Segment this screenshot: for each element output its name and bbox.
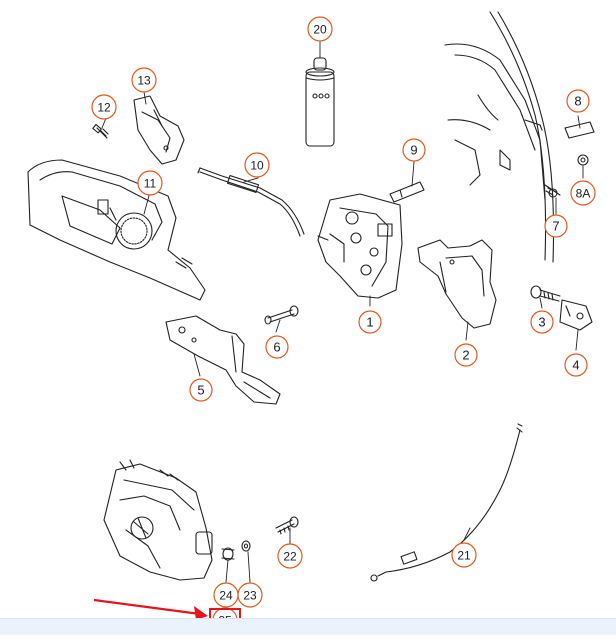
callout-ring bbox=[91, 94, 117, 120]
callout-ring bbox=[213, 582, 239, 608]
callout-number: 8 bbox=[574, 94, 581, 109]
leader-lines bbox=[101, 41, 584, 583]
callout-number: 11 bbox=[144, 177, 157, 191]
part-11-door-trim bbox=[27, 159, 206, 301]
callout-ring bbox=[189, 378, 213, 402]
part-6-pin bbox=[264, 305, 299, 325]
callout-ring bbox=[402, 138, 426, 162]
part-4-striker bbox=[559, 299, 593, 331]
callout-ring bbox=[530, 310, 554, 334]
callout-number: 8A bbox=[576, 187, 591, 201]
callout-3: 3 bbox=[530, 310, 554, 334]
callout-ring bbox=[451, 542, 477, 568]
callout-number: 22 bbox=[283, 550, 297, 564]
callout-number: 21 bbox=[457, 549, 471, 563]
part-12-screw bbox=[92, 123, 109, 139]
callout-21: 21 bbox=[451, 542, 477, 568]
part-21-cable bbox=[370, 423, 523, 582]
callout-8: 8 bbox=[566, 89, 590, 113]
callout-ring bbox=[358, 310, 382, 334]
door-frame bbox=[444, 11, 555, 263]
part-1-door-lock bbox=[317, 193, 403, 299]
callout-9: 9 bbox=[402, 138, 426, 162]
callout-number: 23 bbox=[243, 589, 257, 603]
bottom-band bbox=[0, 618, 616, 635]
callout-5: 5 bbox=[189, 378, 213, 402]
callout-2: 2 bbox=[454, 343, 478, 367]
callout-ring bbox=[544, 214, 568, 238]
callout-20: 20 bbox=[307, 16, 333, 42]
callout-ring bbox=[307, 16, 333, 42]
callout-number: 7 bbox=[552, 219, 559, 234]
callout-number: 2 bbox=[462, 348, 469, 363]
callout-4: 4 bbox=[564, 353, 588, 377]
callout-number: 1 bbox=[366, 315, 373, 330]
callout-number: 5 bbox=[197, 383, 204, 398]
callout-7: 7 bbox=[544, 214, 568, 238]
part-8a-cap bbox=[577, 154, 589, 166]
callout-number: 3 bbox=[538, 315, 545, 330]
callout-number: 4 bbox=[572, 358, 579, 373]
part-7-screw bbox=[544, 184, 561, 198]
callout-ring bbox=[566, 89, 590, 113]
callout-8a: 8A bbox=[570, 180, 596, 206]
callout-23: 23 bbox=[237, 582, 263, 608]
callout-number: 9 bbox=[410, 143, 417, 158]
part-10-rod bbox=[197, 167, 305, 237]
part-23-washer bbox=[241, 540, 251, 552]
part-9-clip bbox=[389, 181, 425, 203]
part-24-nut bbox=[221, 547, 235, 561]
callout-13: 13 bbox=[131, 67, 157, 93]
callout-ring bbox=[265, 335, 289, 359]
callout-ring bbox=[454, 343, 478, 367]
highlight-arrow bbox=[93, 598, 208, 620]
part-20-spray-can bbox=[305, 57, 335, 147]
callout-ring bbox=[564, 353, 588, 377]
callout-number: 13 bbox=[137, 74, 151, 88]
callout-number: 12 bbox=[97, 101, 111, 115]
callout-6: 6 bbox=[265, 335, 289, 359]
callout-ring bbox=[244, 152, 270, 178]
callout-10: 10 bbox=[244, 152, 270, 178]
part-5-lever-bracket bbox=[165, 315, 281, 405]
part-2-bracket bbox=[417, 239, 497, 329]
callout-number: 10 bbox=[250, 159, 264, 173]
callout-number: 6 bbox=[273, 340, 280, 355]
part-22-screw bbox=[275, 516, 299, 535]
callout-labels: 123456788A910111213202122232425 bbox=[91, 16, 596, 633]
callout-ring bbox=[570, 180, 596, 206]
callout-number: 24 bbox=[219, 589, 233, 603]
lock-motor-assembly bbox=[103, 459, 213, 581]
callout-22: 22 bbox=[277, 543, 303, 569]
callout-24: 24 bbox=[213, 582, 239, 608]
part-8-clip bbox=[564, 121, 595, 139]
callout-11: 11 bbox=[137, 170, 163, 196]
callout-ring bbox=[277, 543, 303, 569]
callout-number: 20 bbox=[313, 23, 327, 37]
callout-ring bbox=[131, 67, 157, 93]
callout-ring bbox=[137, 170, 163, 196]
part-3-bolt bbox=[530, 285, 561, 302]
part-13-handle-bracket bbox=[133, 95, 185, 165]
callout-1: 1 bbox=[358, 310, 382, 334]
callout-12: 12 bbox=[91, 94, 117, 120]
